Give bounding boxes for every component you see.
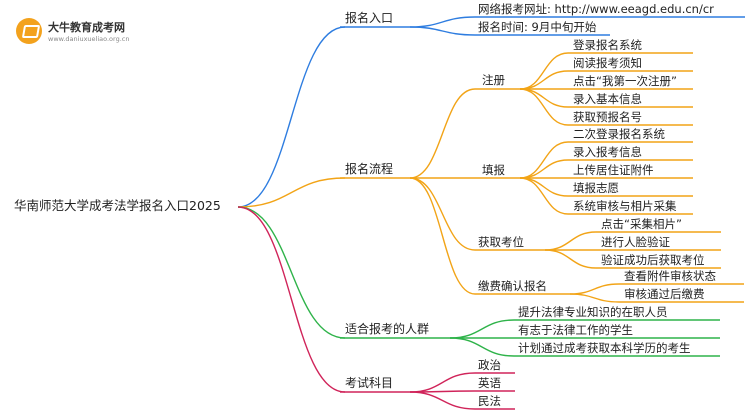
step-register: 注册 [482,73,505,87]
connector [237,206,346,339]
connector [409,177,476,295]
connector [519,70,569,90]
list-item: 有志于法律工作的学生 [518,323,633,337]
list-item: 录入报考信息 [573,145,642,159]
site-logo: 大牛教育成考网 www.daniuxueliao.org.cn [16,16,146,50]
connector [519,159,569,179]
list-item: 二次登录报名系统 [573,127,665,141]
list-item: 填报志愿 [573,181,619,195]
step-fill: 填报 [482,163,505,177]
list-item: 审核通过后缴费 [624,287,705,301]
connector [409,372,476,393]
list-item: 民法 [478,394,501,408]
branch-exam-subjects: 考试科目 [345,376,394,390]
list-item: 点击“采集相片” [601,217,682,231]
connector [449,319,515,339]
list-item: 验证成功后获取考位 [601,253,705,267]
registration-time: 报名时间: 9月中旬开始 [478,20,597,34]
connector [237,177,346,208]
list-item: 提升法律专业知识的在职人员 [518,305,668,319]
branch-registration-entry: 报名入口 [345,11,394,25]
branch-target-audience: 适合报考的人群 [345,322,430,336]
connector [544,249,597,269]
list-item: 点击“我第一次注册” [573,74,677,88]
list-item: 进行人脸验证 [601,235,670,249]
connector [519,88,569,126]
step-get-seat: 获取考位 [478,235,524,249]
logo-url: www.daniuxueliao.org.cn [48,35,130,43]
list-item: 英语 [478,376,501,390]
root-topic: 华南师范大学成考法学报名入口2025 [14,198,221,213]
connector [409,26,476,36]
list-item: 系统审核与相片采集 [573,199,677,213]
connector [409,16,476,28]
connector [569,293,620,303]
connector [237,206,346,393]
connector [449,337,515,357]
step-pay-confirm: 缴费确认报名 [478,279,547,293]
connector [519,88,569,108]
registration-url: 网络报考网址: http://www.eeagd.edu.cn/cr [478,2,714,16]
list-item: 政治 [478,358,501,372]
list-item: 计划通过成考获取本科学历的考生 [518,341,691,355]
connector [519,177,569,215]
list-item: 查看附件审核状态 [624,269,716,283]
list-item: 获取预报名号 [573,110,642,124]
logo-title: 大牛教育成考网 [48,21,125,34]
list-item: 登录报名系统 [573,38,642,52]
branch-registration-process: 报名流程 [345,162,394,176]
book-icon [16,18,42,44]
connector [519,177,569,197]
list-item: 上传居住证附件 [573,163,654,177]
connector [409,177,476,251]
connector [409,88,476,179]
connector [409,391,476,410]
connector [544,231,597,251]
connector [237,26,346,208]
list-item: 录入基本信息 [573,92,642,106]
connector [569,283,620,295]
list-item: 阅读报考须知 [573,56,642,70]
